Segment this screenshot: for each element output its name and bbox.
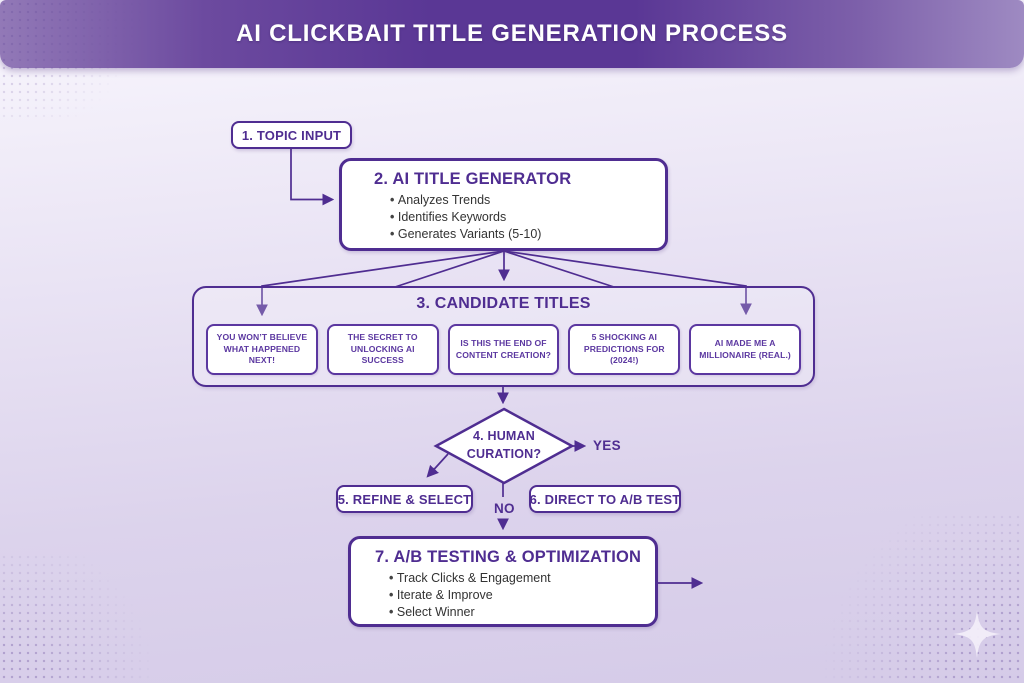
edge-label-yes: YES xyxy=(593,438,621,453)
node-refine-select: 5. REFINE & SELECT xyxy=(336,485,473,513)
node-ai-title-generator-title: 2. AI TITLE GENERATOR xyxy=(374,170,572,188)
bullet-item: Analyzes Trends xyxy=(390,193,665,207)
node-ai-title-generator: 2. AI TITLE GENERATOR Analyzes Trends Id… xyxy=(339,158,668,251)
candidate-title-card: THE SECRET TO UNLOCKING AI SUCCESS xyxy=(326,324,439,375)
bullet-item: Track Clicks & Engagement xyxy=(389,571,655,585)
node-ab-testing-title: 7. A/B TESTING & OPTIMIZATION xyxy=(375,548,642,566)
node-ab-testing-bullets: Track Clicks & Engagement Iterate & Impr… xyxy=(389,571,655,619)
candidate-title-card: AI MADE ME A MILLIONAIRE (REAL.) xyxy=(689,324,801,375)
node-topic-input-label: 1. TOPIC INPUT xyxy=(241,127,342,143)
node-human-curation-label: 4. HUMAN CURATION? xyxy=(466,429,542,462)
candidate-title-card: 5 SHOCKING AI PREDICTIONS FOR (2024!) xyxy=(568,324,681,375)
page-title: AI CLICKBAIT TITLE GENERATION PROCESS xyxy=(236,20,788,47)
node-topic-input: 1. TOPIC INPUT xyxy=(231,121,352,149)
bullet-item: Iterate & Improve xyxy=(389,588,655,602)
header-banner: AI CLICKBAIT TITLE GENERATION PROCESS xyxy=(0,0,1024,68)
edge-fan-midleft xyxy=(394,250,505,288)
bullet-item: Identifies Keywords xyxy=(390,210,665,224)
edge-fan-midright xyxy=(503,250,615,288)
node-ai-title-generator-bullets: Analyzes Trends Identifies Keywords Gene… xyxy=(390,193,665,241)
candidate-titles-row: YOU WON’T BELIEVE WHAT HAPPENED NEXT! TH… xyxy=(206,324,801,375)
decision-diamond-shape xyxy=(433,407,575,485)
node-candidate-titles-title: 3. CANDIDATE TITLES xyxy=(416,295,591,312)
node-candidate-titles: 3. CANDIDATE TITLES YOU WON’T BELIEVE WH… xyxy=(192,286,815,387)
node-direct-ab-test-label: 6. DIRECT TO A/B TEST xyxy=(529,491,681,507)
node-direct-ab-test: 6. DIRECT TO A/B TEST xyxy=(529,485,681,513)
node-ab-testing: 7. A/B TESTING & OPTIMIZATION Track Clic… xyxy=(348,536,658,627)
bullet-item: Generates Variants (5-10) xyxy=(390,227,665,241)
candidate-title-card: IS THIS THE END OF CONTENT CREATION? xyxy=(447,324,560,375)
candidate-title-card: YOU WON’T BELIEVE WHAT HAPPENED NEXT! xyxy=(206,324,318,375)
edge-topic-to-generator xyxy=(290,148,335,206)
bullet-item: Select Winner xyxy=(389,605,655,619)
edge-decision-to-refine xyxy=(426,453,449,478)
edge-label-no: NO xyxy=(494,501,515,516)
node-refine-select-label: 5. REFINE & SELECT xyxy=(337,491,472,507)
